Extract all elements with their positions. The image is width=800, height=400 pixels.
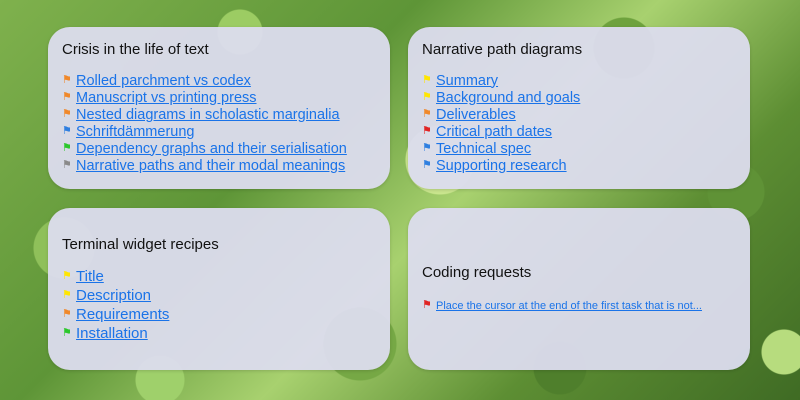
flag-icon: ⚑ (62, 159, 72, 171)
list-item[interactable]: ⚑ Rolled parchment vs codex (62, 72, 376, 89)
card-title: Crisis in the life of text (62, 41, 209, 58)
item-link[interactable]: Critical path dates (436, 123, 553, 140)
item-list: ⚑ Rolled parchment vs codex ⚑ Manuscript v… (62, 72, 376, 174)
card-title: Narrative path diagrams (422, 41, 583, 58)
flag-icon: ⚑ (422, 74, 432, 86)
list-item[interactable]: ⚑ Background and goals (422, 89, 736, 106)
list-item[interactable]: ⚑ Narrative paths and their modal meaning… (62, 157, 376, 174)
list-item[interactable]: ⚑ Installation (62, 324, 376, 343)
list-item[interactable]: ⚑ Technical spec (422, 140, 736, 157)
list-item[interactable]: ⚑ Title (62, 267, 376, 286)
item-link[interactable]: Background and goals (436, 89, 581, 106)
item-list: ⚑ Place the cursor at the end of the firs… (422, 297, 736, 314)
flag-icon: ⚑ (62, 142, 72, 154)
item-link[interactable]: Deliverables (436, 106, 516, 123)
list-item[interactable]: ⚑ Schriftdämmerung (62, 123, 376, 140)
item-link[interactable]: Nested diagrams in scholastic marginalia (76, 106, 340, 123)
list-item[interactable]: ⚑ Place the cursor at the end of the firs… (422, 297, 736, 314)
item-link[interactable]: Rolled parchment vs codex (76, 72, 251, 89)
list-item[interactable]: ⚑ Dependency graphs and their serialisati… (62, 140, 376, 157)
item-link[interactable]: Place the cursor at the end of the first… (436, 299, 702, 312)
item-link[interactable]: Dependency graphs and their serialisatio… (76, 140, 347, 157)
flag-icon: ⚑ (422, 159, 432, 171)
flag-icon: ⚑ (62, 327, 72, 339)
widget-card-narrative: Narrative path diagrams ⚑ Summary ⚑ Backgr… (408, 27, 750, 189)
flag-icon: ⚑ (62, 308, 72, 320)
flag-icon: ⚑ (62, 108, 72, 120)
item-link[interactable]: Schriftdämmerung (76, 123, 195, 140)
card-title: Coding requests (422, 264, 532, 281)
item-link[interactable]: Installation (76, 325, 148, 342)
flag-icon: ⚑ (62, 125, 72, 137)
item-link[interactable]: Manuscript vs printing press (76, 89, 257, 106)
list-item[interactable]: ⚑ Description (62, 286, 376, 305)
list-item[interactable]: ⚑ Manuscript vs printing press (62, 89, 376, 106)
item-list: ⚑ Title ⚑ Description ⚑ Requirements ⚑ Insta… (62, 267, 376, 343)
item-list: ⚑ Summary ⚑ Background and goals ⚑ Delivera… (422, 72, 736, 174)
item-link[interactable]: Summary (436, 72, 499, 89)
card-title: Terminal widget recipes (62, 236, 219, 253)
item-link[interactable]: Description (76, 287, 152, 304)
list-item[interactable]: ⚑ Requirements (62, 305, 376, 324)
flag-icon: ⚑ (422, 299, 432, 311)
item-link[interactable]: Narrative paths and their modal meanings (76, 157, 346, 174)
item-link[interactable]: Title (76, 268, 104, 285)
widget-card-coding: Coding requests ⚑ Place the cursor at the… (408, 208, 750, 370)
flag-icon: ⚑ (422, 125, 432, 137)
item-link[interactable]: Technical spec (436, 140, 532, 157)
flag-icon: ⚑ (62, 289, 72, 301)
item-link[interactable]: Supporting research (436, 157, 567, 174)
flag-icon: ⚑ (422, 142, 432, 154)
flag-icon: ⚑ (422, 108, 432, 120)
widget-card-crisis: Crisis in the life of text ⚑ Rolled parch… (48, 27, 390, 189)
list-item[interactable]: ⚑ Summary (422, 72, 736, 89)
flag-icon: ⚑ (62, 74, 72, 86)
list-item[interactable]: ⚑ Critical path dates (422, 123, 736, 140)
flag-icon: ⚑ (62, 270, 72, 282)
list-item[interactable]: ⚑ Nested diagrams in scholastic marginali… (62, 106, 376, 123)
item-link[interactable]: Requirements (76, 306, 170, 323)
widget-card-terminal: Terminal widget recipes ⚑ Title ⚑ Descript… (48, 208, 390, 370)
list-item[interactable]: ⚑ Supporting research (422, 157, 736, 174)
flag-icon: ⚑ (422, 91, 432, 103)
list-item[interactable]: ⚑ Deliverables (422, 106, 736, 123)
flag-icon: ⚑ (62, 91, 72, 103)
